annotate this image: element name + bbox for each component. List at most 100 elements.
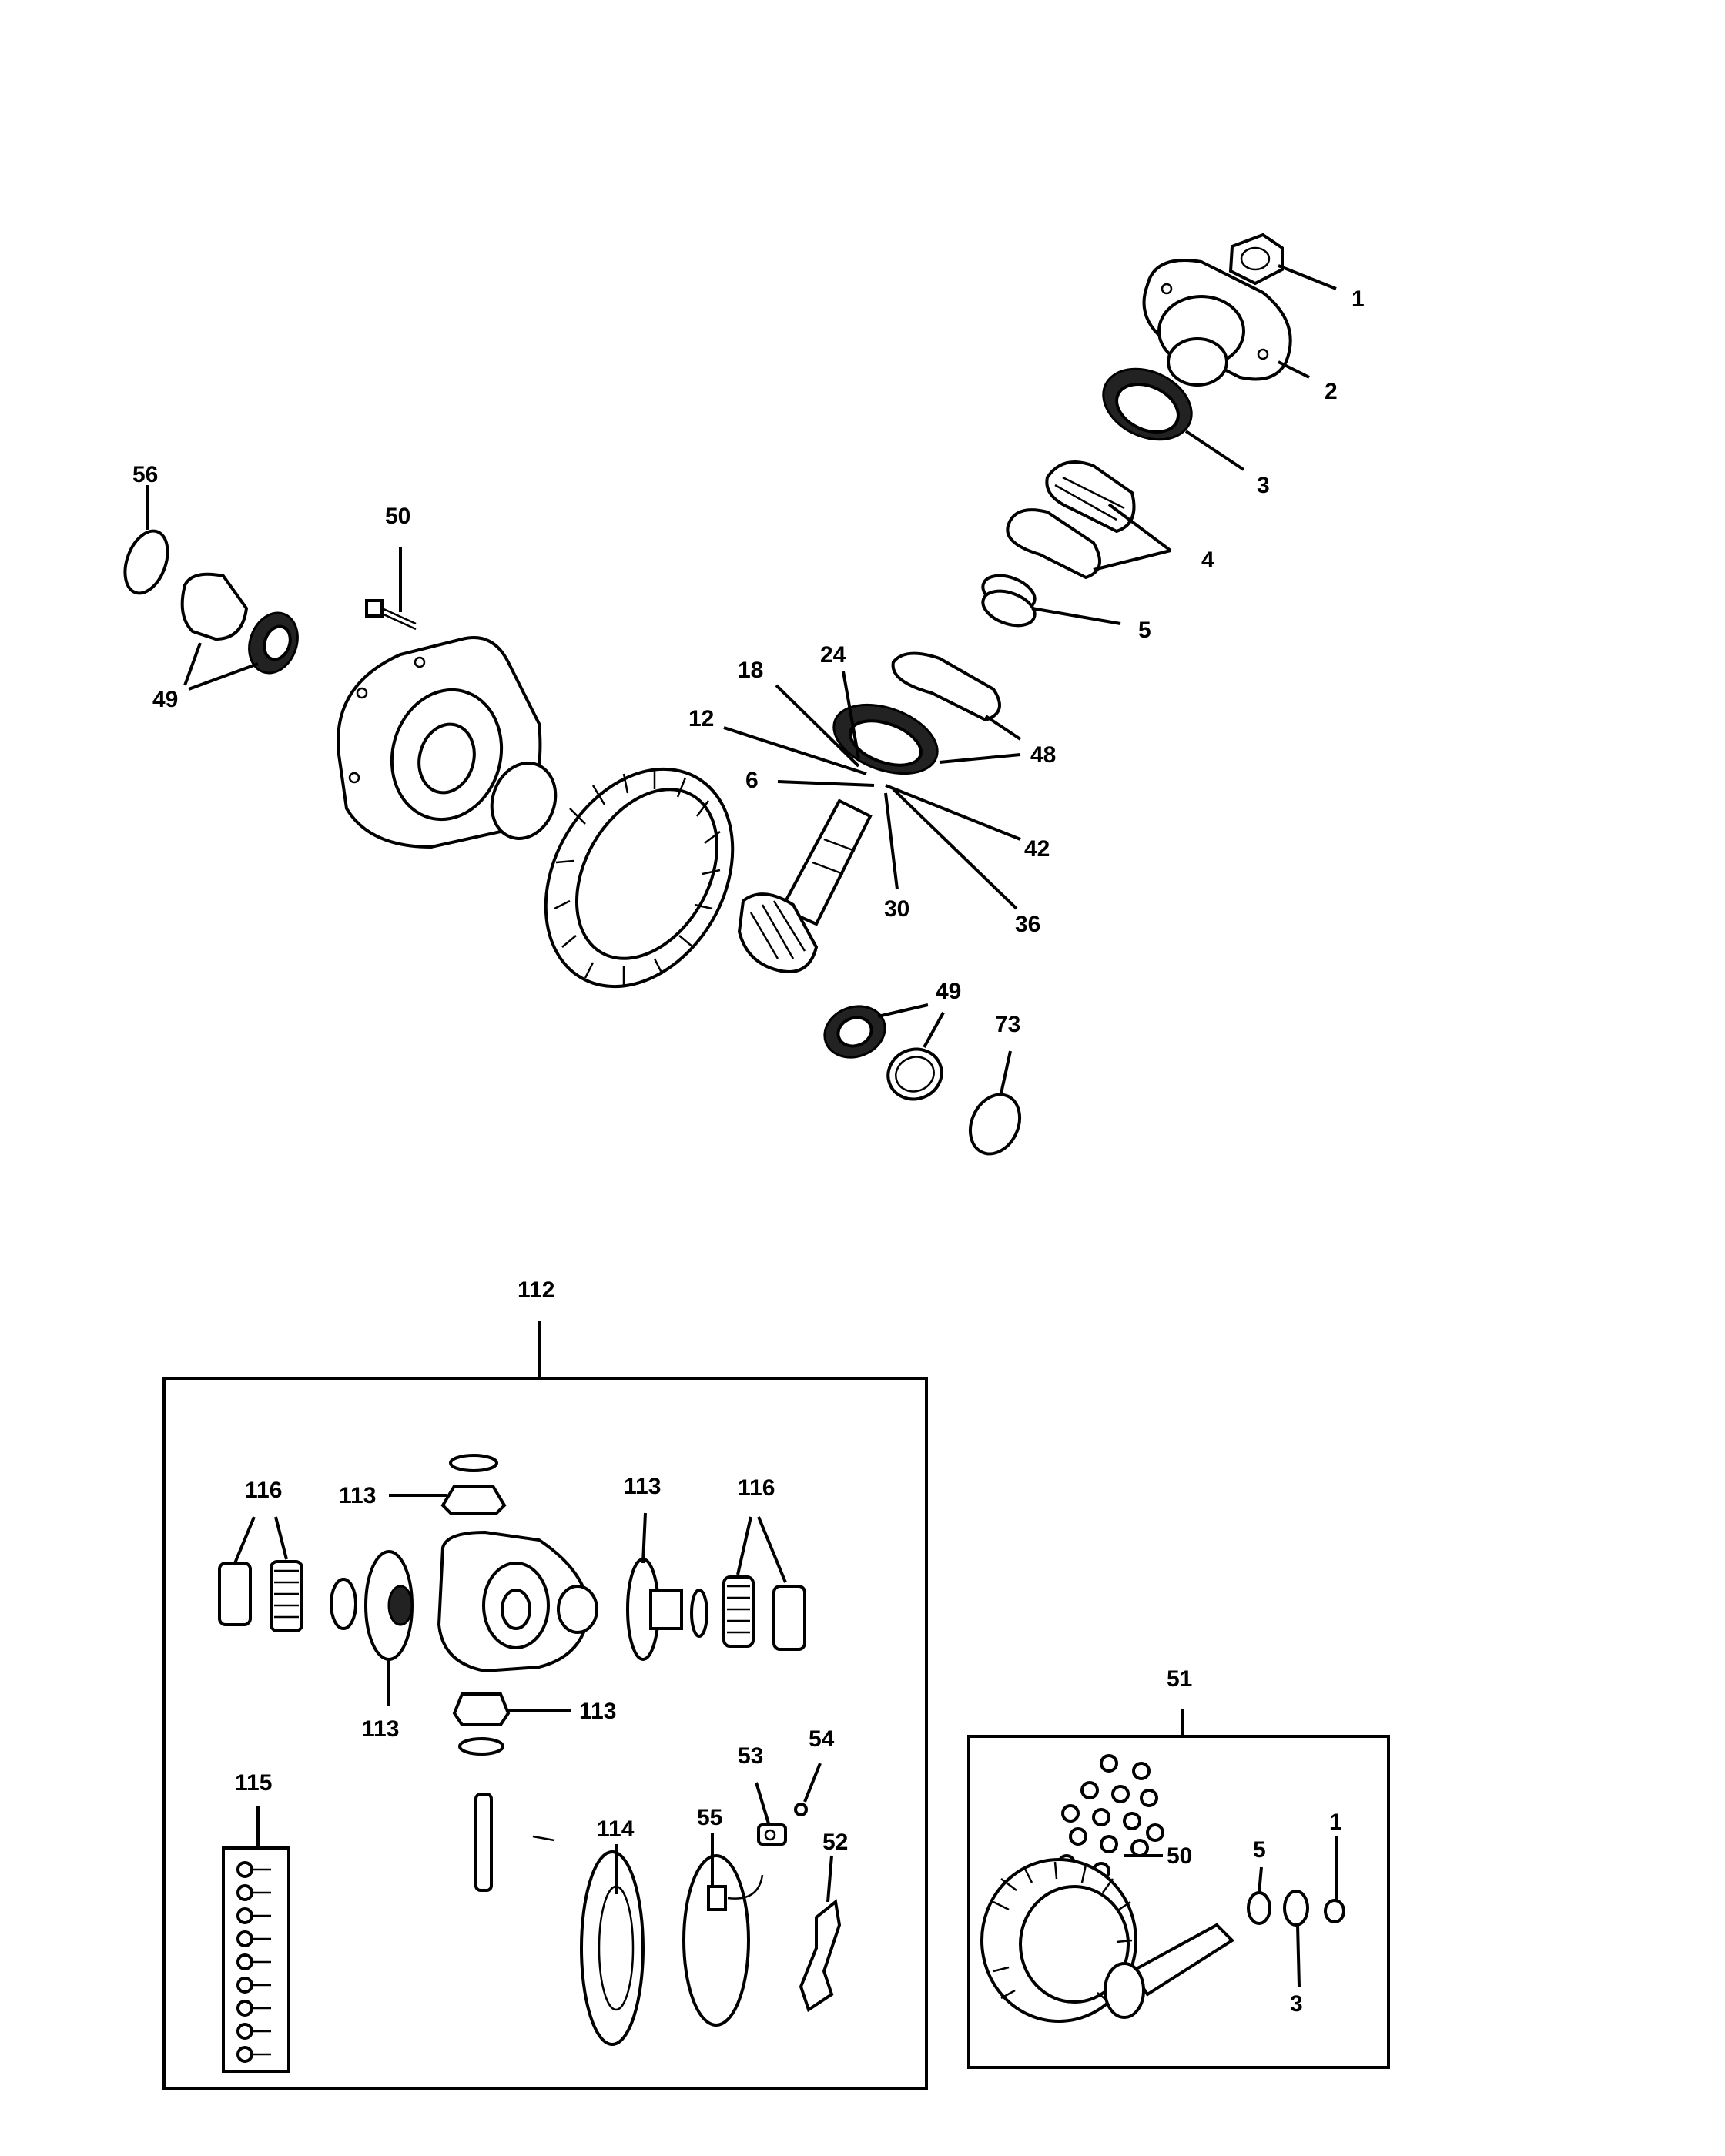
kit-112-label: 112 [518, 1277, 554, 1303]
outer-pinion-bearing-part [1006, 460, 1136, 580]
callout-49a: 49 [152, 687, 178, 712]
kit-112-leader-53 [755, 1782, 770, 1824]
kit-112-callout-52: 52 [822, 1830, 848, 1855]
kit-112-locker-coil-part [682, 1854, 764, 2027]
kit-112-leader-54 [803, 1763, 822, 1803]
pinion-seal-part [1102, 367, 1193, 441]
callout-12: 12 [688, 706, 714, 732]
retaining-ring-part [968, 1093, 1022, 1156]
carrier-bearing-left-part [180, 572, 299, 675]
kit-112-callout-113a: 113 [339, 1483, 376, 1508]
kit-112-callout-115: 115 [235, 1770, 272, 1796]
leader-3 [1184, 430, 1245, 471]
leader-18 [775, 684, 860, 768]
callout-49b: 49 [936, 979, 961, 1004]
callout-2: 2 [1325, 379, 1338, 404]
leader-73 [1000, 1050, 1012, 1094]
leader-12 [723, 726, 867, 775]
carrier-bearing-right-part [823, 1005, 943, 1101]
kit-112-leader-116b2 [757, 1516, 787, 1583]
collapsible-spacer-part [981, 574, 1037, 628]
callout-5: 5 [1138, 618, 1151, 643]
callout-42: 42 [1024, 836, 1050, 862]
kit-51-ring-gear-part [980, 1858, 1137, 2023]
kit-112-callout-114: 114 [597, 1816, 635, 1842]
kit-51-box [967, 1735, 1390, 2069]
kit-112-pinion-gear-top-part [440, 1454, 507, 1515]
kit-112-sensor-screw-part [794, 1803, 808, 1816]
kit-112-differential-case-part [437, 1530, 598, 1673]
kit-51-leader-3 [1296, 1924, 1301, 1987]
kit-112-side-gear-left-part [364, 1550, 414, 1661]
drive-pinion-part [737, 798, 873, 973]
leader-4a [1107, 503, 1172, 552]
kit-112-callout-55: 55 [697, 1805, 722, 1830]
callout-48: 48 [1030, 742, 1056, 768]
callout-24: 24 [820, 642, 846, 668]
leader-49b1 [877, 1003, 929, 1018]
callout-73: 73 [995, 1012, 1020, 1037]
differential-shim-part [123, 529, 169, 595]
leader-1 [1278, 264, 1337, 290]
leader-42 [885, 784, 1021, 841]
kit-112-snap-ring-part [690, 1589, 708, 1638]
kit-112-box [162, 1377, 928, 2090]
kit-112-callout-113b: 113 [362, 1716, 399, 1742]
leader-30 [884, 792, 899, 890]
kit-112-bearing-right-part [722, 1575, 806, 1651]
pinion-nut-part [1228, 233, 1284, 286]
kit-112-callout-116b: 116 [738, 1475, 775, 1501]
leader-48b [939, 753, 1021, 764]
kit-112-bearing-left-part [218, 1560, 303, 1632]
kit-112-position-sensor-part [757, 1823, 787, 1846]
kit-112-leader-52 [826, 1855, 833, 1903]
kit-112-cross-shaft-part [474, 1793, 493, 1892]
kit-51-callout-50: 50 [1167, 1843, 1192, 1869]
kit-112-side-gear-right-part [626, 1558, 683, 1661]
callout-18: 18 [738, 658, 763, 683]
kit-112-leader-113c [641, 1512, 647, 1564]
kit-112-callout-113d: 113 [579, 1699, 616, 1724]
kit-51-label: 51 [1167, 1666, 1192, 1692]
leader-4b [1093, 549, 1171, 571]
leader-48a [984, 715, 1022, 741]
kit-112-leader-116a2 [274, 1516, 288, 1560]
kit-112-lock-pin-part [532, 1835, 555, 1842]
kit-112-thrust-washer-part [330, 1578, 357, 1630]
leader-24 [842, 671, 860, 759]
inner-bearing-cup-part [891, 651, 1001, 722]
leader-49b2 [923, 1012, 945, 1048]
kit-51-pinion-part [1104, 1923, 1235, 2019]
kit-112-ring-gear-bolts-part [222, 1846, 290, 2073]
leader-49a2 [188, 662, 259, 691]
leader-36 [892, 788, 1018, 910]
callout-6: 6 [745, 768, 759, 793]
callout-50: 50 [385, 504, 410, 529]
kit-112-callout-54: 54 [809, 1726, 835, 1752]
leader-6 [777, 780, 875, 787]
callout-36: 36 [1015, 912, 1040, 937]
kit-51-callout-5: 5 [1253, 1837, 1266, 1863]
kit-112-pinion-gear-bottom-part [452, 1692, 511, 1756]
kit-51-nut-part [1324, 1899, 1345, 1923]
differential-case-part [337, 636, 558, 849]
inner-bearing-cone-part [832, 703, 939, 775]
kit-51-seal-part [1283, 1890, 1309, 1927]
ring-gear-part [544, 767, 735, 989]
callout-30: 30 [884, 896, 909, 922]
callout-1: 1 [1352, 286, 1365, 312]
kit-112-tone-ring-part [580, 1850, 645, 2046]
kit-51-spacer-part [1247, 1891, 1271, 1925]
kit-112-leader-116a1 [233, 1516, 256, 1564]
leader-49a1 [183, 642, 202, 686]
kit-112-callout-116a: 116 [245, 1478, 282, 1503]
kit-112-leader-116b1 [736, 1516, 752, 1575]
case-bolt-part [365, 599, 417, 631]
kit-112-callout-113c: 113 [624, 1474, 661, 1499]
callout-4: 4 [1201, 547, 1214, 573]
callout-3: 3 [1257, 473, 1270, 498]
leader-2 [1278, 360, 1310, 379]
kit-51-callout-3: 3 [1290, 1991, 1303, 2017]
kit-112-callout-53: 53 [738, 1743, 763, 1769]
